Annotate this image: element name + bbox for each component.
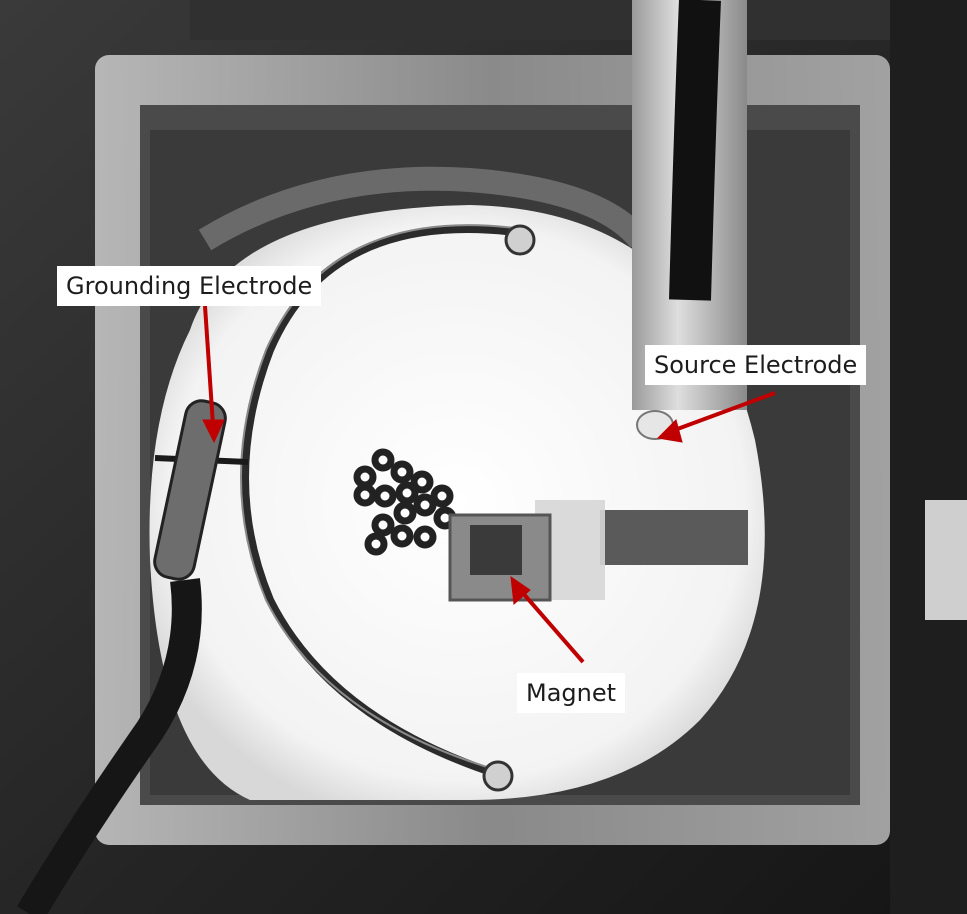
wire-end-bottom (482, 760, 514, 792)
side-bracket (925, 500, 967, 620)
source-cable (669, 0, 721, 301)
bead (390, 460, 414, 484)
label-magnet: Magnet (517, 673, 626, 713)
magnet-square (470, 525, 522, 575)
wood-plank-top (190, 0, 890, 40)
bead (395, 481, 419, 505)
bead (390, 524, 414, 548)
wood-plank-right (890, 0, 967, 914)
arrow-grounding-head (202, 419, 225, 444)
bead (371, 448, 395, 472)
bead (353, 483, 377, 507)
ground-cable (17, 578, 202, 914)
arrow-source-shaft (671, 391, 776, 433)
bead (413, 525, 437, 549)
alligator-clip (153, 399, 227, 581)
bead (393, 501, 417, 525)
callout-arrows (202, 305, 776, 664)
ground-wire-highlight (240, 224, 516, 772)
label-source-electrode: Source Electrode (645, 345, 867, 385)
bead (413, 493, 437, 517)
bead (364, 532, 388, 556)
tape-strip (600, 510, 748, 565)
arrow-source-head (656, 419, 683, 443)
wire-end-top (504, 224, 536, 256)
arrow-magnet-head (510, 575, 531, 606)
bead (430, 484, 454, 508)
bead (371, 513, 395, 537)
bead (373, 484, 397, 508)
dish-rim (198, 166, 650, 251)
bead-cluster (353, 448, 457, 556)
bead (410, 470, 434, 494)
arrow-magnet-shaft (520, 590, 585, 664)
label-grounding-electrode: Grounding Electrode (57, 266, 322, 306)
arrow-grounding-shaft (203, 305, 215, 426)
